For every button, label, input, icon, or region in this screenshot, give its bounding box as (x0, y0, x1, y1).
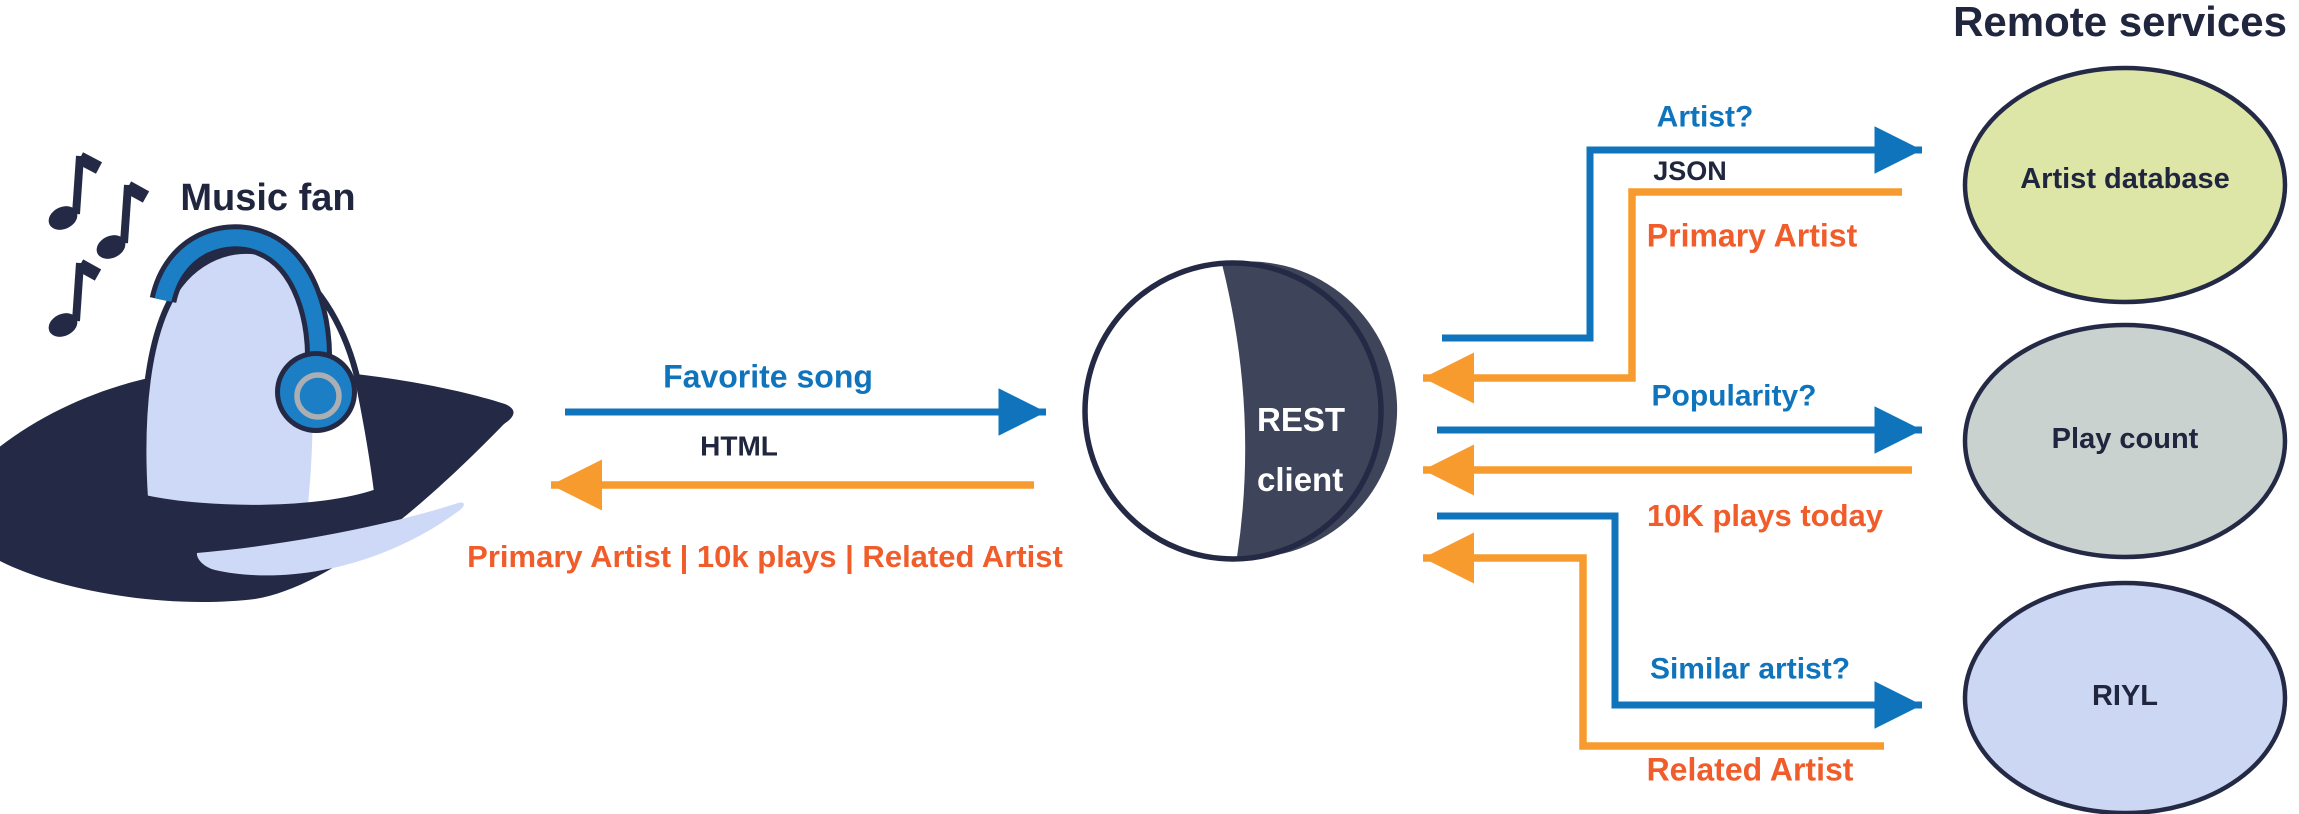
service-ellipse-riyl (1962, 580, 2288, 814)
service-ellipse-artist-database (1962, 65, 2288, 305)
music-notes-icon (48, 152, 150, 337)
remote-services-title: Remote services (1953, 0, 2287, 45)
primary-artist-label: Primary Artist (1646, 217, 1858, 254)
headphones-band-fill (154, 229, 328, 373)
headphones-earcup-icon (275, 351, 357, 433)
client-response-label: Primary Artist | 10k plays | Related Art… (467, 538, 1063, 574)
riyl-label: RIYL (2091, 680, 2159, 713)
music-note-icon (48, 259, 102, 337)
music-fan-figure (0, 152, 514, 603)
service-ellipse-play-count (1962, 322, 2288, 560)
rest-client-dark-half (1222, 261, 1398, 558)
plays-today-label: 10K plays today (1646, 497, 1884, 533)
collar-highlight (196, 502, 464, 576)
rest-client-circle (1082, 260, 1398, 562)
favorite-song-label: Favorite song (663, 358, 873, 395)
artist-question-label: Artist? (1656, 100, 1754, 134)
play-count-label: Play count (2051, 423, 2199, 456)
arrow-primary-artist-response (1423, 188, 1902, 404)
arrow-similar-question (1437, 512, 1922, 729)
rest-client-label-line1: REST (1257, 400, 1346, 438)
html-format-label: HTML (700, 430, 778, 462)
arrow-related-response (1423, 532, 1884, 750)
related-artist-label: Related Artist (1646, 751, 1854, 788)
music-fan-title: Music fan (180, 177, 356, 220)
similar-artist-question-label: Similar artist? (1649, 652, 1851, 686)
music-note-icon (48, 152, 103, 230)
head-outline (140, 247, 381, 511)
popularity-question-label: Popularity? (1651, 379, 1817, 413)
rest-client-label-line2: client (1257, 460, 1344, 498)
artist-database-label: Artist database (2020, 163, 2230, 196)
arrow-artist-question (1442, 126, 1922, 342)
json-format-label: JSON (1653, 156, 1727, 187)
music-note-icon (96, 181, 150, 259)
